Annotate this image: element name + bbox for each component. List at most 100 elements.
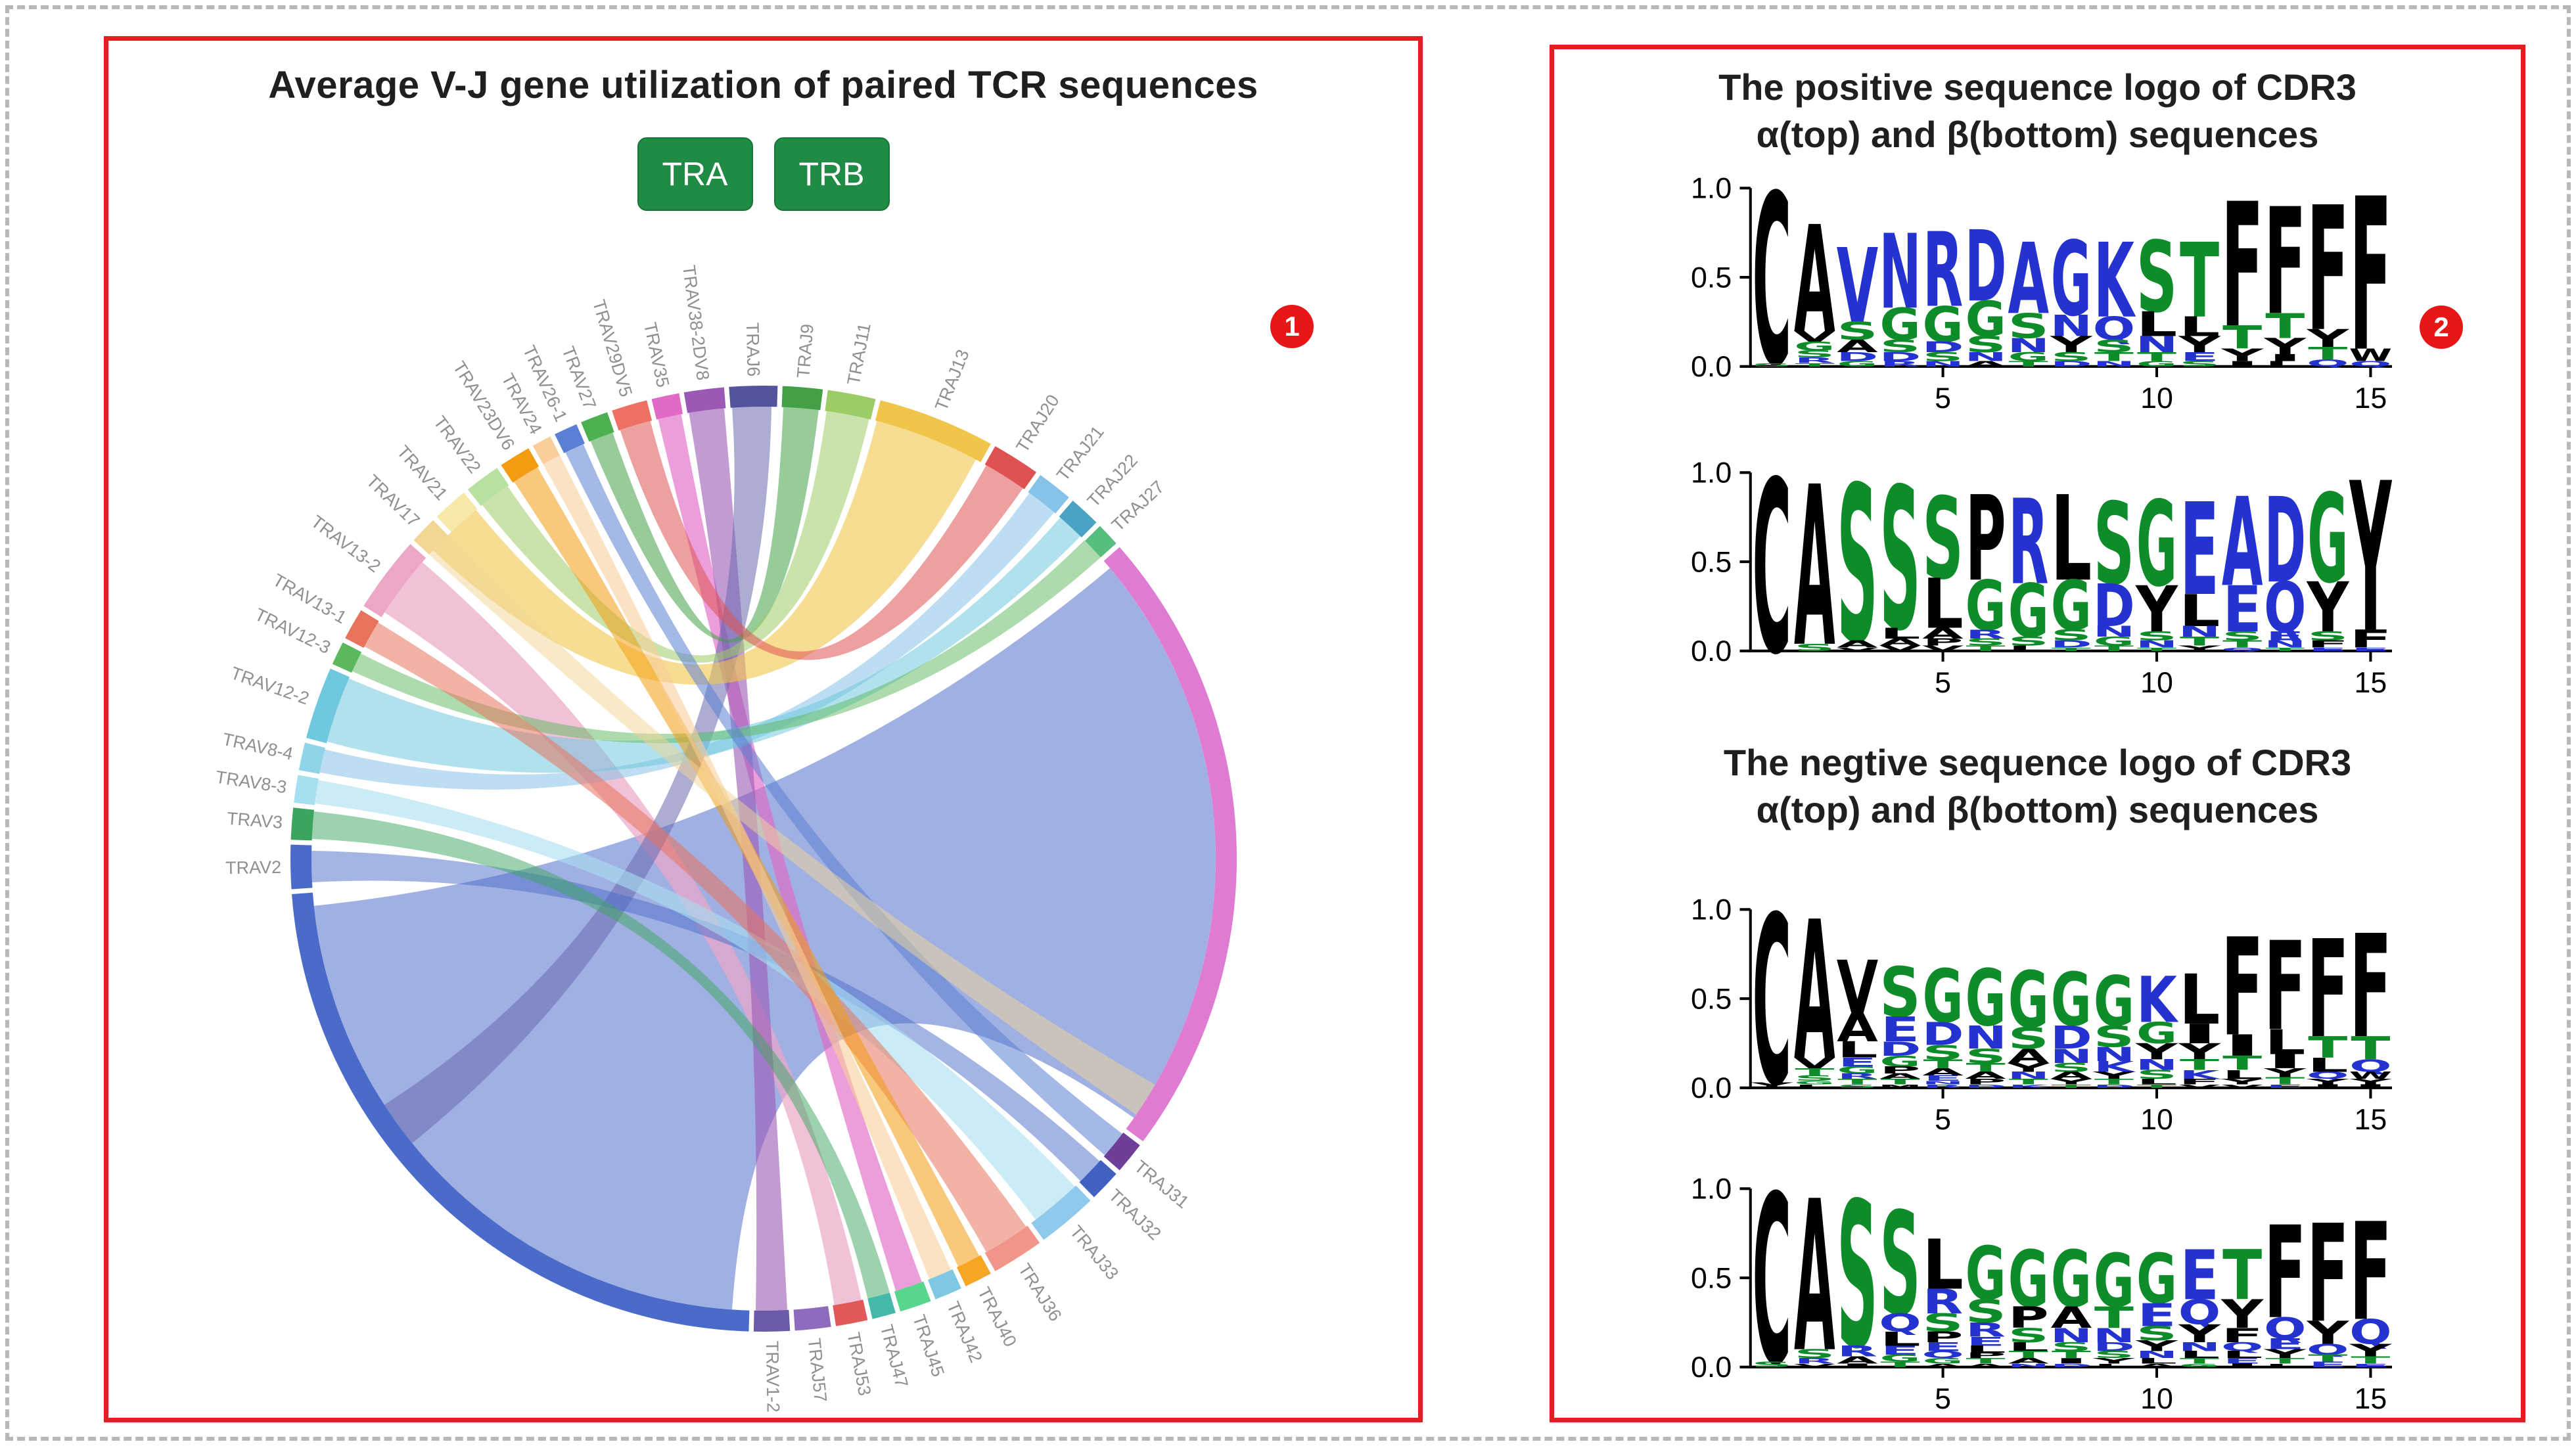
logo-letter: G: [1837, 1064, 1877, 1075]
chord-label: TRAV3: [226, 809, 283, 832]
chord-ribbon[interactable]: [689, 408, 787, 1311]
chord-segment-TRAJ13[interactable]: [875, 400, 991, 463]
chord-segment-TRAJ53[interactable]: [833, 1299, 868, 1326]
logo-letter: D: [2093, 1083, 2135, 1089]
chord-segment-TRAV27[interactable]: [581, 412, 614, 442]
chord-segment-TRAJ33[interactable]: [1031, 1185, 1091, 1240]
chord-segment-TRAV13-1[interactable]: [345, 610, 379, 648]
logo-letter: V: [1793, 328, 1835, 345]
logo-letter: P: [1965, 1351, 2006, 1360]
chord-segment-TRAV13-2[interactable]: [363, 544, 426, 618]
chord-segment-TRAV23DV6[interactable]: [501, 448, 540, 483]
chord-segment-TRAV35[interactable]: [651, 393, 683, 420]
chord-segment-TRAV2[interactable]: [290, 844, 313, 890]
chord-ribbon[interactable]: [543, 455, 952, 1280]
chord-ribbon[interactable]: [384, 562, 862, 1305]
chord-segment-TRAV22[interactable]: [467, 468, 509, 507]
chord-segment-TRAV17[interactable]: [413, 520, 448, 554]
chord-segment-TRAJ36[interactable]: [984, 1225, 1040, 1271]
chord-ribbon[interactable]: [327, 517, 1081, 773]
chord-segment-TRAV21[interactable]: [436, 492, 478, 532]
chord-segment-TRAV24[interactable]: [532, 436, 560, 464]
chord-segment-TRAV29DV5[interactable]: [612, 400, 653, 431]
logo-letter: T: [2094, 1077, 2133, 1086]
logo-letter: T: [1880, 1361, 1920, 1369]
logo-letter: R: [1837, 1343, 1877, 1360]
logo-letter: E: [1880, 1010, 1919, 1049]
logo-letter: G: [1922, 1357, 1963, 1365]
logo-letter: N: [2135, 332, 2177, 357]
tra-button[interactable]: TRA: [637, 137, 753, 211]
chord-segment-TRAJ32[interactable]: [1079, 1160, 1116, 1198]
chord-label: TRAJ40: [974, 1284, 1021, 1350]
logo-letter: R: [1837, 1072, 1877, 1081]
chord-segment-TRAJ31[interactable]: [1103, 1132, 1140, 1171]
x-tick-label: 15: [2354, 666, 2387, 698]
chord-segment-TRAV26-1[interactable]: [555, 424, 585, 453]
chord-segment[interactable]: [292, 892, 750, 1332]
y-tick-label: 1.0: [1691, 176, 1732, 205]
chord-segment-TRAJ27[interactable]: [1085, 526, 1116, 558]
chord-segment-TRAJ42[interactable]: [927, 1269, 961, 1299]
chord-ribbon[interactable]: [432, 420, 976, 685]
chord-segment-TRAJ22[interactable]: [1059, 501, 1097, 537]
chord-ribbon[interactable]: [311, 811, 890, 1299]
logo-letter: Q: [2178, 1293, 2220, 1332]
chord-segment-TRAJ45[interactable]: [894, 1281, 931, 1312]
logo-letter: M: [1878, 1083, 1921, 1089]
chord-segment[interactable]: [1103, 547, 1237, 1142]
logo-letter: C: [1752, 1177, 1791, 1414]
chord-segment-TRAV3[interactable]: [290, 807, 314, 841]
logo-letter: F: [2307, 639, 2349, 650]
logo-letter: G: [2050, 219, 2091, 339]
chord-ribbon[interactable]: [620, 420, 1023, 660]
chord-segment-TRAV8-3[interactable]: [294, 775, 319, 805]
logo-letter: L: [1965, 1344, 2006, 1355]
trb-button[interactable]: TRB: [773, 137, 890, 211]
logo-letter: A: [1965, 1363, 2006, 1368]
logo-letter: L: [1837, 1037, 1878, 1063]
logo-letter: V: [2221, 1083, 2263, 1089]
chord-segment-TRAJ21[interactable]: [1028, 475, 1069, 514]
logo-letter: Y: [2177, 1319, 2220, 1347]
chord-segment-TRAJ40[interactable]: [957, 1255, 991, 1286]
chord-segment-TRAJ20[interactable]: [984, 446, 1036, 489]
logo-letter: E: [2265, 629, 2304, 643]
chord-ribbon[interactable]: [364, 622, 1026, 1252]
chord-segment-TRAJ57[interactable]: [793, 1306, 831, 1331]
chord-segment-TRAJ11[interactable]: [825, 390, 876, 420]
logo-letter: A: [2008, 1045, 2049, 1068]
logo-letter: G: [2093, 963, 2134, 1042]
logo-letter: S: [1751, 1361, 1792, 1369]
logo-letter: Y: [2049, 332, 2092, 357]
logo-letter: Y: [2306, 1315, 2350, 1351]
chord-ribbon[interactable]: [482, 411, 869, 663]
chord-ribbon[interactable]: [319, 493, 1055, 790]
logo-letter: S: [2050, 627, 2091, 644]
logo-letter: S: [1837, 1177, 1877, 1393]
chord-ribbon[interactable]: [590, 407, 819, 643]
chord-segment-TRAJ47[interactable]: [867, 1292, 896, 1319]
chord-segment-TRAV8-4[interactable]: [298, 742, 325, 775]
logo-letter: G: [2093, 1240, 2134, 1324]
chord-segment-TRAJ6[interactable]: [729, 385, 778, 408]
x-tick-label: 15: [2354, 1382, 2387, 1414]
logo-letter: Y: [2049, 1077, 2093, 1086]
logo-letter: T: [1966, 1060, 2006, 1075]
chord-segment-TRAJ9[interactable]: [781, 386, 823, 411]
chord-segment-TRAV12-2[interactable]: [306, 668, 350, 744]
logo-letter: T: [1795, 362, 1835, 368]
logo-letter: L: [2221, 1349, 2263, 1360]
chord-segment-TRAV1-2[interactable]: [753, 1309, 791, 1332]
logo-letter: L: [2264, 359, 2305, 368]
chord-label: TRAJ33: [1066, 1222, 1122, 1284]
chord-ribbon[interactable]: [514, 467, 980, 1267]
logo-letter: S: [2050, 1340, 2091, 1354]
chord-segment-TRAV12-3[interactable]: [332, 642, 362, 673]
chord-ribbon[interactable]: [429, 535, 1155, 1115]
logo-letter: E: [1837, 1055, 1876, 1070]
chord-panel-title: Average V-J gene utilization of paired T…: [268, 64, 1258, 106]
chord-segment-TRAV38-2DV8[interactable]: [683, 387, 726, 413]
logo-letter: S: [1794, 1074, 1835, 1083]
